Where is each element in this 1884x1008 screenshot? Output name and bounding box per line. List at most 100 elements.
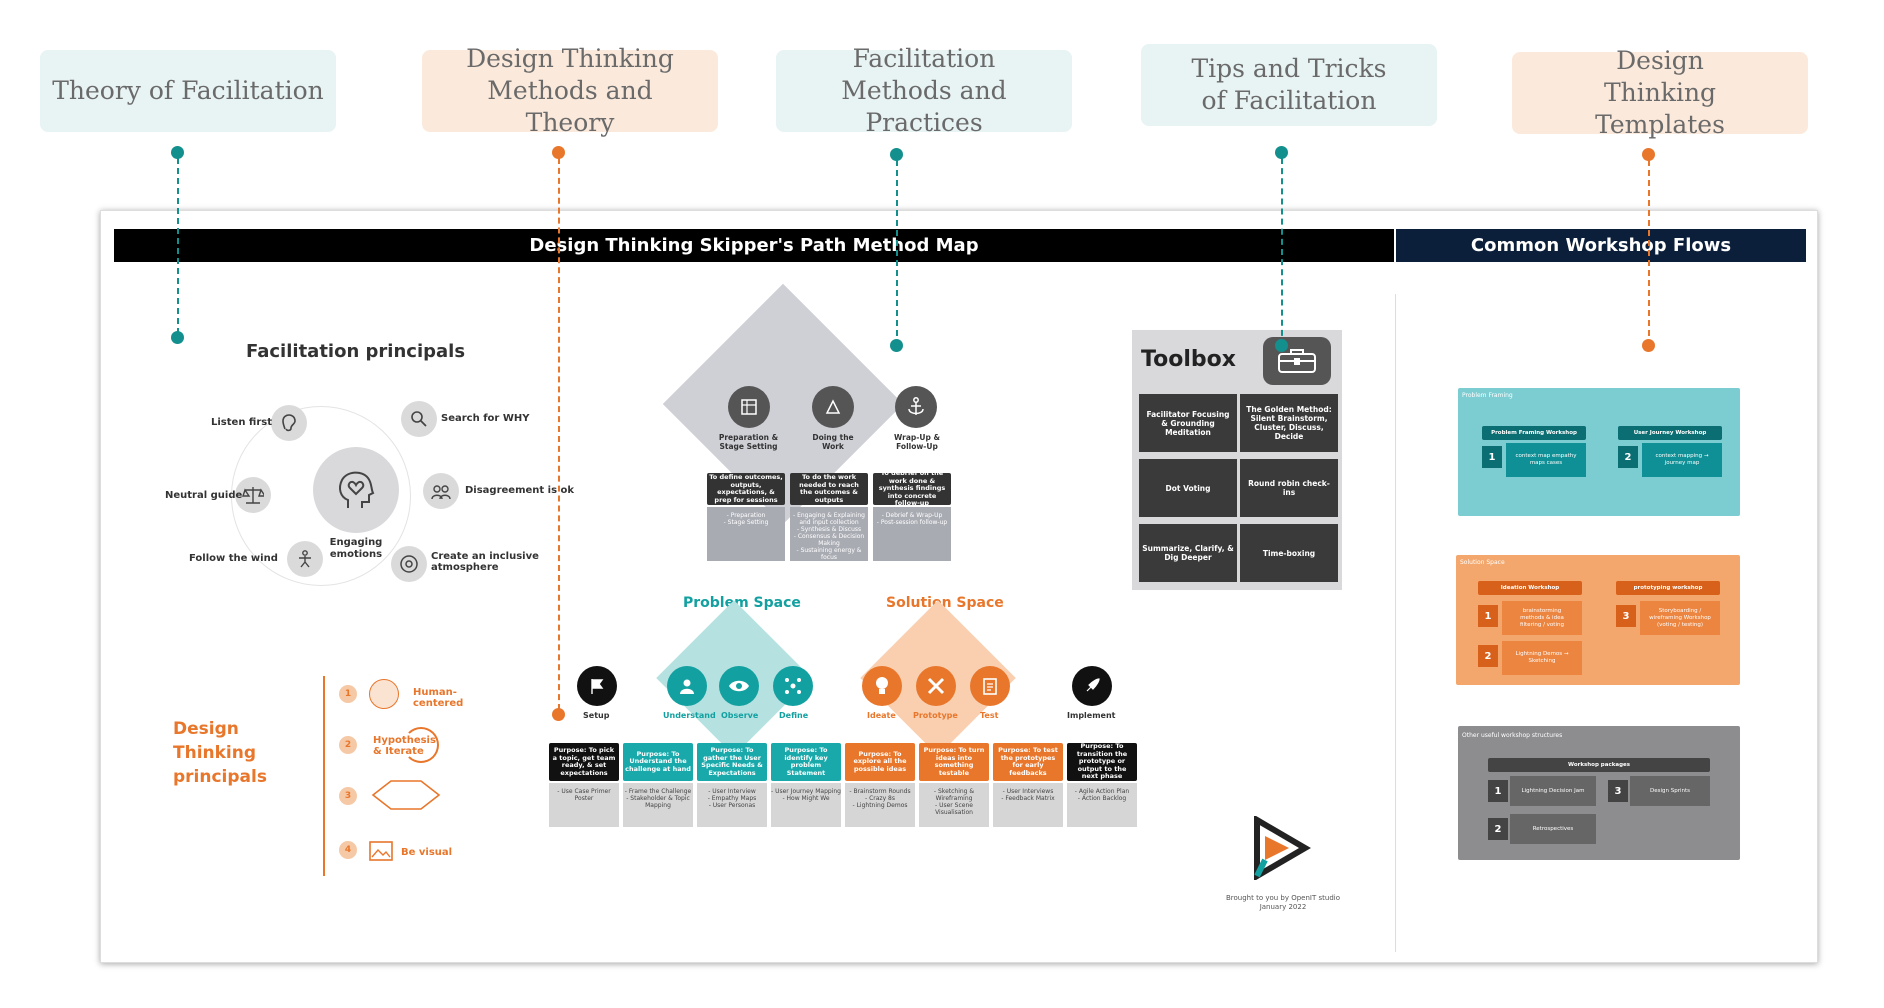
phase-doing-work-items: - Engaging & Explaining and input collec… [790, 507, 868, 561]
connector-dot-tips-top [1275, 146, 1288, 159]
step-observe-label: Observe [721, 711, 759, 720]
principle-neutral-guide: Neutral guide [165, 490, 243, 501]
principle-inclusive-atmosphere: Create an inclusive atmosphere [431, 551, 539, 573]
toolbox-item-time-boxing[interactable]: Time-boxing [1240, 524, 1338, 582]
solution-space-label: Solution Space [886, 595, 1004, 611]
connector-dot-dt-top [552, 146, 565, 159]
flow-problem-framing[interactable]: Problem Framing Problem Framing Workshop… [1458, 388, 1740, 516]
phase-doing-work-purpose: To do the work needed to reach the outco… [790, 473, 868, 505]
principle-be-visual: Be visual [401, 847, 453, 858]
workshop-number: 2 [1618, 446, 1638, 468]
ideate-bulb-icon [862, 666, 902, 706]
workshop-user-journey-desc: context mapping → journey map [1642, 443, 1722, 477]
flow-solution-space-label: Solution Space [1460, 559, 1505, 566]
human-centered-icon [369, 679, 399, 709]
flow-solution-space[interactable]: Solution Space Ideation Workshop 1 brain… [1456, 555, 1740, 685]
toolbox-chest-icon[interactable] [1263, 337, 1331, 385]
wind-figure-icon [287, 541, 323, 577]
scales-icon [235, 477, 271, 513]
head-heart-icon [313, 447, 399, 533]
workshop-prototyping-title: prototyping workshop [1616, 581, 1720, 595]
step-test-purpose: Purpose: To test the prototypes for earl… [993, 743, 1063, 781]
setup-flag-icon [577, 666, 617, 706]
ear-icon [271, 405, 307, 441]
workshop-user-journey-title: User Journey Workshop [1618, 426, 1722, 440]
category-tips-and-tricks[interactable]: Tips and Tricks of Facilitation [1141, 44, 1437, 126]
flow-other-structures-label: Other useful workshop structures [1462, 732, 1563, 739]
principle-number-2: 2 [339, 736, 357, 754]
anchor-icon [895, 386, 937, 428]
connector-line-templates [1648, 160, 1650, 346]
problem-space-label: Problem Space [683, 595, 801, 611]
iterate-arrow-icon [403, 727, 439, 763]
workshop-lightning-jam: Lightning Decision Jam [1510, 776, 1596, 806]
workshop-number: 2 [1488, 818, 1508, 840]
method-map-board: Design Thinking Skipper's Path Method Ma… [100, 210, 1818, 963]
workshop-problem-framing-title: Problem Framing Workshop [1482, 426, 1586, 440]
facilitation-title: Facilitation principals [246, 341, 466, 362]
people-discussion-icon [423, 473, 459, 509]
implement-rocket-icon [1072, 666, 1112, 706]
category-design-thinking-methods[interactable]: Design Thinking Methods and Theory [422, 44, 718, 137]
connector-dot-fac-top [890, 148, 903, 161]
step-prototype-label: Prototype [913, 711, 958, 720]
connector-dot-fac-bottom [890, 339, 903, 352]
workshop-number: 1 [1478, 605, 1498, 627]
workshop-ideation-title: Ideation Workshop [1478, 581, 1582, 595]
test-clipboard-icon [970, 666, 1010, 706]
toolbox-item-round-robin[interactable]: Round robin check-ins [1240, 459, 1338, 517]
toolbox-item-dot-voting[interactable]: Dot Voting [1139, 459, 1237, 517]
prototype-tools-icon [916, 666, 956, 706]
step-setup-methods: - Use Case Primer Poster [549, 783, 619, 827]
step-understand-purpose: Purpose: To Understand the challenge at … [623, 743, 693, 781]
workshop-number: 3 [1616, 605, 1636, 627]
workshop-design-sprints: Design Sprints [1630, 776, 1710, 806]
toolbox-item-golden-method[interactable]: The Golden Method: Silent Brainstorm, Cl… [1240, 394, 1338, 452]
connector-line-theory [177, 158, 179, 334]
observe-eye-icon [719, 666, 759, 706]
category-design-thinking-templates[interactable]: Design Thinking Templates [1512, 46, 1808, 139]
category-facilitation-methods[interactable]: Facilitation Methods and Practices [776, 44, 1072, 137]
workshop-number: 1 [1482, 446, 1502, 468]
workshop-problem-framing-desc: context map empathy maps cases [1506, 443, 1586, 477]
flows-title-bar: Common Workshop Flows [1396, 229, 1806, 262]
step-setup-purpose: Purpose: To pick a topic, get team ready… [549, 743, 619, 781]
category-theory-of-facilitation[interactable]: Theory of Facilitation [40, 50, 336, 132]
workshop-number: 3 [1608, 780, 1628, 802]
connector-dot-theory-bottom [171, 331, 184, 344]
principle-listen-first: Listen first [211, 417, 272, 428]
workshop-ideation-desc: brainstorming methods & idea filtering /… [1502, 601, 1582, 635]
principle-human-centered: Human-centered [413, 687, 464, 709]
step-test-methods: - User Interviews - Feedback Matrix [993, 783, 1063, 827]
step-ideate-label: Ideate [867, 711, 896, 720]
toolbox-item-summarize[interactable]: Summarize, Clarify, & Dig Deeper [1139, 524, 1237, 582]
toolbox-item-meditation[interactable]: Facilitator Focusing & Grounding Meditat… [1139, 394, 1237, 452]
doing-work-icon [812, 386, 854, 428]
step-setup-label: Setup [583, 711, 610, 720]
column-divider [1395, 294, 1396, 952]
phase-preparation-items: - Preparation - Stage Setting [707, 507, 785, 561]
workshop-number: 1 [1488, 780, 1508, 802]
diverge-converge-icon [371, 780, 441, 810]
flow-other-structures[interactable]: Other useful workshop structures Worksho… [1458, 726, 1740, 860]
phase-preparation-label: Preparation & Stage Setting [718, 433, 779, 451]
dt-principles-title: Design Thinking principals [173, 719, 267, 787]
phase-wrap-up-purpose: To debrief on the work done & synthesis … [873, 470, 951, 507]
principle-number-3: 3 [339, 787, 357, 805]
workshop-retrospectives: Retrospectives [1510, 814, 1596, 844]
workshop-lightning-desc: Lightning Demos → Sketching [1502, 641, 1582, 675]
step-prototype-methods: - Sketching & Wireframing - User Scene V… [919, 783, 989, 827]
dt-principles-divider [323, 676, 325, 876]
connector-line-dt [558, 158, 560, 710]
step-define-methods: - User Journey Mapping - How Might We [771, 783, 841, 827]
step-understand-label: Understand [663, 711, 716, 720]
connector-line-fac [896, 160, 898, 346]
principle-disagreement-ok: Disagreement is ok [465, 485, 575, 496]
toolbox-title: Toolbox [1141, 347, 1236, 372]
phase-doing-work-label: Doing the Work [812, 433, 854, 451]
phase-preparation-purpose: To define outcomes, outputs, expectation… [707, 473, 785, 505]
center-label: Engaging emotions [329, 537, 383, 560]
connector-dot-dt-bottom [552, 708, 565, 721]
connector-line-tips [1281, 158, 1283, 346]
